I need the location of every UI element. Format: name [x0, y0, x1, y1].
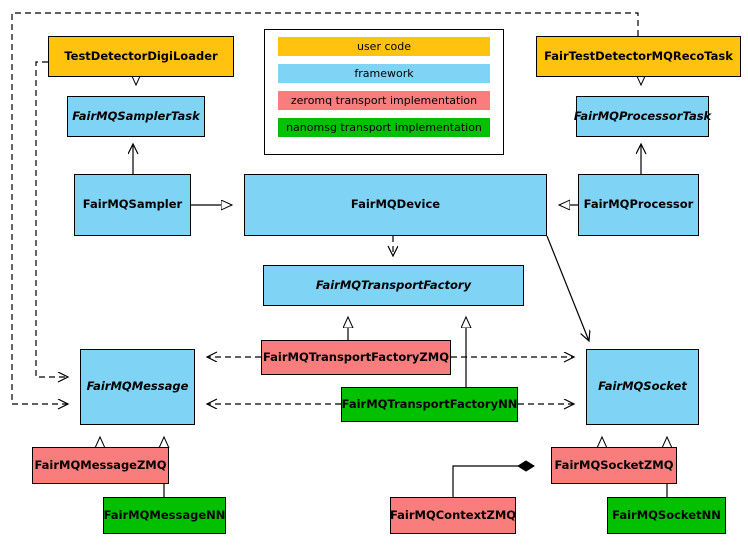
legend-label-nanomsg: nanomsg transport implementation — [286, 121, 482, 134]
class-label: FairMQSamplerTask — [72, 108, 200, 123]
legend-item-user-code: user code — [278, 37, 490, 56]
class-label: FairMQMessageNN — [103, 507, 226, 522]
class-node-fairmqcontextzmq[interactable]: FairMQContextZMQ — [390, 497, 516, 534]
legend-item-nanomsg: nanomsg transport implementation — [278, 118, 490, 137]
class-node-testdetectordigiloader[interactable]: TestDetectorDigiLoader — [48, 36, 234, 77]
class-label: FairMQSocketZMQ — [554, 457, 674, 472]
class-label: FairMQTransportFactoryZMQ — [262, 349, 449, 364]
legend-item-framework: framework — [278, 64, 490, 83]
class-node-fairmqmessagenn[interactable]: FairMQMessageNN — [103, 497, 226, 534]
class-node-fairmqdevice[interactable]: FairMQDevice — [244, 174, 547, 236]
class-label: FairTestDetectorMQRecoTask — [544, 48, 733, 63]
legend: user code framework zeromq transport imp… — [264, 29, 504, 155]
legend-label-zeromq: zeromq transport implementation — [290, 94, 478, 107]
edge-digiloader-message — [35, 61, 68, 377]
class-label: FairMQSocketNN — [612, 507, 721, 522]
class-node-fairmqtransportfactoryzmq[interactable]: FairMQTransportFactoryZMQ — [261, 340, 451, 375]
legend-item-zeromq: zeromq transport implementation — [278, 91, 490, 110]
class-label: FairMQMessageZMQ — [34, 457, 167, 472]
class-label: FairMQTransportFactory — [315, 277, 472, 292]
class-node-fairmqprocessor[interactable]: FairMQProcessor — [578, 174, 699, 236]
class-node-fairmqtransportfactory[interactable]: FairMQTransportFactory — [263, 265, 524, 306]
class-label: FairMQSampler — [82, 197, 183, 212]
class-label: FairMQProcessor — [583, 197, 694, 212]
class-node-fairmqtransportfactorynn[interactable]: FairMQTransportFactoryNN — [341, 387, 518, 422]
class-label: FairMQDevice — [350, 197, 441, 212]
edge-contextzmq-socketzmq — [452, 460, 535, 497]
class-node-fairmqsocketnn[interactable]: FairMQSocketNN — [607, 497, 726, 534]
class-node-fairmqsocket[interactable]: FairMQSocket — [586, 349, 699, 425]
class-label: FairMQContextZMQ — [389, 507, 517, 522]
class-node-fairmqprocessortask[interactable]: FairMQProcessorTask — [573, 96, 712, 137]
class-node-fairmqsamplertask[interactable]: FairMQSamplerTask — [67, 96, 205, 137]
class-label: FairMQSocket — [598, 379, 687, 394]
class-node-fairtestdetectormqrecotask[interactable]: FairTestDetectorMQRecoTask — [536, 36, 741, 77]
class-node-fairmqmessage[interactable]: FairMQMessage — [80, 349, 195, 425]
edge-device-socket — [546, 235, 589, 341]
class-label: FairMQMessage — [86, 379, 189, 394]
class-node-fairmqmessagezmq[interactable]: FairMQMessageZMQ — [32, 447, 169, 484]
class-node-fairmqsocketzmq[interactable]: FairMQSocketZMQ — [551, 447, 677, 484]
legend-label-user-code: user code — [356, 40, 412, 53]
legend-label-framework: framework — [354, 67, 414, 80]
class-node-fairmqsampler[interactable]: FairMQSampler — [74, 174, 191, 236]
class-label: FairMQProcessorTask — [573, 108, 712, 123]
class-label: TestDetectorDigiLoader — [64, 48, 218, 63]
class-label: FairMQTransportFactoryNN — [341, 396, 518, 411]
